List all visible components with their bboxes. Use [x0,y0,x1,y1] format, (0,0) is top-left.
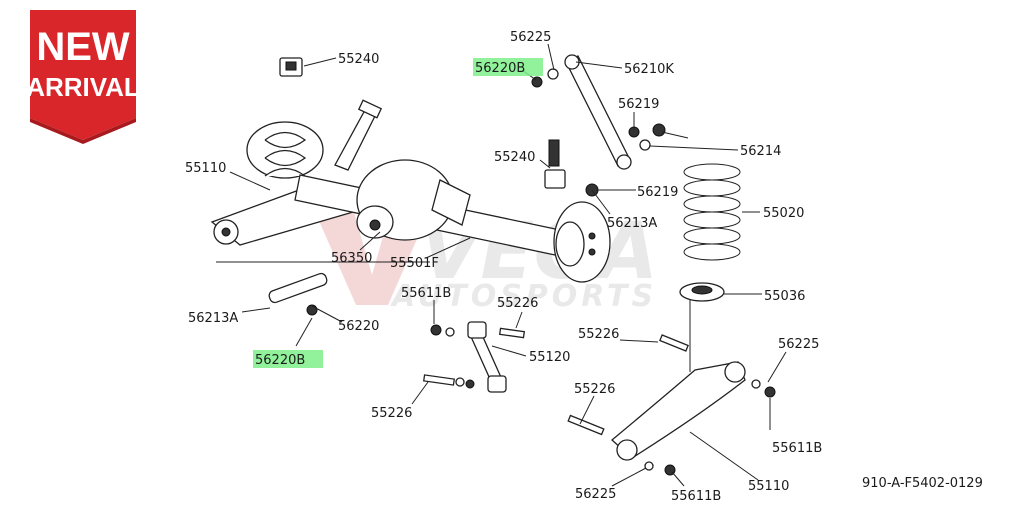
bump-stop-55240-top [279,57,303,77]
bump-stop-55240-mid [544,139,599,197]
label-56219-a: 56219 [618,97,659,112]
label-56214: 56214 [740,144,781,159]
label-55020: 55020 [763,206,804,221]
label-55110-left: 55110 [185,161,226,176]
label-55226-low: 55226 [574,382,615,397]
callout-labels: 55240 56225 56220B 56210K 56219 56214 55… [185,30,983,504]
new-arrival-badge: NEW ARRIVAL [26,10,140,144]
label-55611B-bottom: 55611B [671,489,721,504]
spring-insulator-55036 [679,282,725,302]
label-56350: 56350 [331,251,372,266]
label-56225-bottom: 56225 [575,487,616,502]
badge-line2: ARRIVAL [26,72,140,102]
rear-axle-assembly [210,99,611,283]
label-55611B-right: 55611B [772,441,822,456]
label-55226-mid: 55226 [497,296,538,311]
right-shock-absorber [531,54,666,170]
leader-lines [216,43,787,487]
lower-arm-55110-bottom [567,334,776,476]
drawing-code: 910-A-F5402-0129 [862,476,983,491]
lateral-rod-55120 [422,321,526,393]
coil-spring-55020 [683,163,741,261]
label-56225-top: 56225 [510,30,551,45]
label-56225-right: 56225 [778,337,819,352]
label-55110-bottom: 55110 [748,479,789,494]
label-55120: 55120 [529,350,570,365]
label-56213A-left: 56213A [188,311,238,326]
label-55226-right: 55226 [578,327,619,342]
label-56210K: 56210K [624,62,674,77]
label-56219-b: 56219 [637,185,678,200]
label-56220B-top: 56220B [475,61,525,76]
label-55240-mid: 55240 [494,150,535,165]
control-arm-left [268,272,328,316]
highlight-56220B-top [473,58,543,76]
highlight-56220B-bottom [253,350,323,368]
label-55611B-mid: 55611B [401,286,451,301]
badge-line1: NEW [36,25,130,69]
label-55036: 55036 [764,289,805,304]
label-55240-top: 55240 [338,52,379,67]
label-55226-bottom: 55226 [371,406,412,421]
label-56213A-right: 56213A [607,216,657,231]
label-56220: 56220 [338,319,379,334]
label-55501F: 55501F [390,256,439,271]
label-56220B-bottom: 56220B [255,353,305,368]
